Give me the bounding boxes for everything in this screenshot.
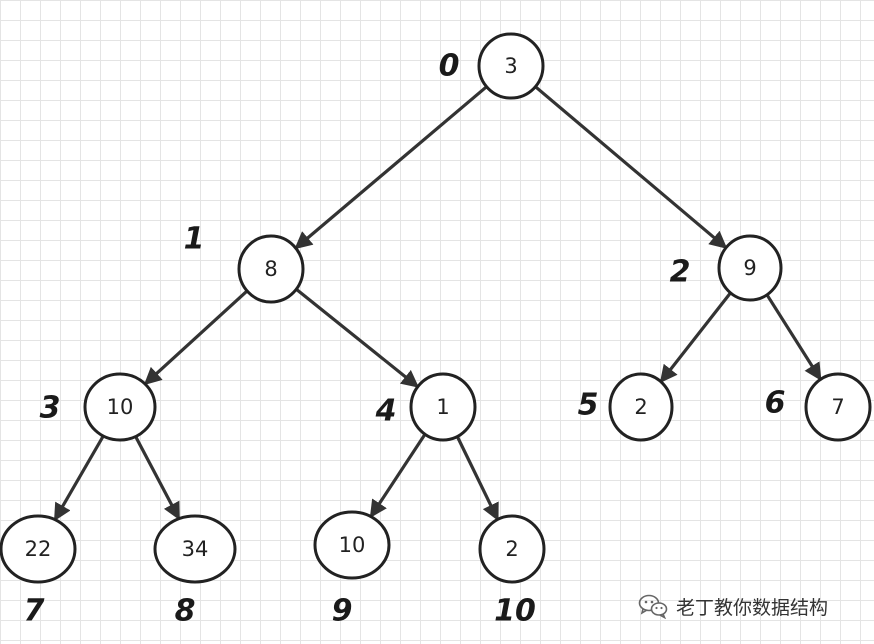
node-circle <box>478 514 546 584</box>
edge-0-to-2 <box>534 85 728 249</box>
node-value: 7 <box>831 395 844 419</box>
index-label: 6 <box>765 386 786 421</box>
node-circle <box>804 372 872 442</box>
wechat-icon <box>638 594 668 619</box>
node-value: 10 <box>339 533 366 557</box>
tree-node-3: 10 <box>83 372 157 442</box>
node-circle <box>608 372 674 442</box>
node-circle <box>237 234 305 304</box>
node-value: 34 <box>182 537 209 561</box>
index-label: 4 <box>375 394 397 429</box>
edge-3-to-8 <box>134 435 181 521</box>
index-label: 8 <box>175 594 196 629</box>
index-label: 2 <box>670 255 691 290</box>
node-circle <box>0 514 77 584</box>
node-circle <box>83 372 157 442</box>
node-value: 1 <box>436 395 449 419</box>
tree-node-10: 2 <box>478 514 546 584</box>
edge-0-to-1 <box>294 85 488 250</box>
node-circle <box>313 510 391 580</box>
edges-layer <box>53 85 822 522</box>
node-circle <box>717 234 783 302</box>
node-value: 2 <box>634 395 647 419</box>
index-label: 5 <box>578 388 599 423</box>
edge-1-to-4 <box>295 288 420 388</box>
node-value: 22 <box>25 537 52 561</box>
tree-node-5: 2 <box>608 372 674 442</box>
edge-4-to-9 <box>369 433 427 519</box>
tree-node-2: 9 <box>717 234 783 302</box>
index-label: 7 <box>24 594 45 629</box>
watermark-text: 老丁教你数据结构 <box>676 596 829 619</box>
node-circle <box>409 372 477 442</box>
watermark: 老丁教你数据结构 <box>638 590 828 622</box>
edge-2-to-5 <box>659 291 732 384</box>
index-label: 9 <box>332 594 353 629</box>
tree-node-7: 22 <box>0 514 77 584</box>
index-label: 0 <box>439 49 460 84</box>
tree-node-6: 7 <box>804 372 872 442</box>
tree-node-9: 10 <box>313 510 391 580</box>
tree-node-1: 8 <box>237 234 305 304</box>
node-value: 3 <box>504 54 517 78</box>
edge-1-to-3 <box>143 289 249 386</box>
edge-4-to-10 <box>455 435 500 522</box>
tree-node-0: 3 <box>477 32 545 100</box>
node-value: 2 <box>505 537 518 561</box>
node-circle <box>153 514 237 584</box>
node-value: 9 <box>743 256 756 280</box>
edge-3-to-7 <box>53 435 105 522</box>
index-label: 1 <box>184 222 205 257</box>
index-label: 10 <box>494 594 536 629</box>
edge-2-to-6 <box>765 293 822 381</box>
tree-node-8: 34 <box>153 514 237 584</box>
node-value: 8 <box>264 257 277 281</box>
index-label: 3 <box>40 391 61 426</box>
node-value: 10 <box>107 395 134 419</box>
node-circle <box>477 32 545 100</box>
tree-node-4: 1 <box>409 372 477 442</box>
